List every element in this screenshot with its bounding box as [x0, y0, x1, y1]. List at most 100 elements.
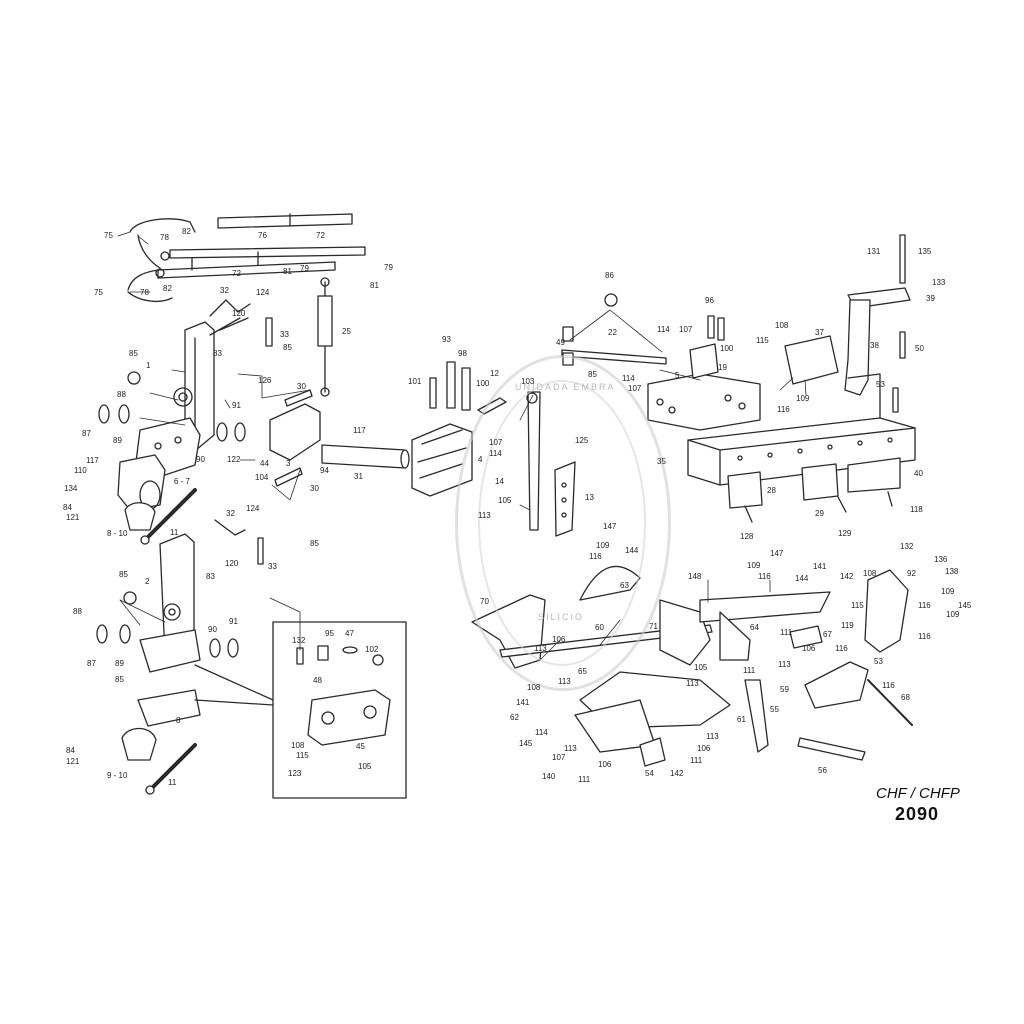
part-number-label: 61 — [737, 715, 746, 724]
part-number-label: 55 — [770, 705, 779, 714]
part-number-label: 30 — [310, 484, 319, 493]
part-number-label: 25 — [342, 327, 351, 336]
part-number-label: 38 — [870, 341, 879, 350]
drawing-code: 2090 — [895, 804, 940, 824]
part-number-label: 120 — [225, 559, 239, 568]
part-number-label: 56 — [818, 766, 827, 775]
part-number-label: 32 — [226, 509, 235, 518]
part-number-label: 35 — [657, 457, 666, 466]
part-number-label: 75 — [94, 288, 103, 297]
part-number-label: 123 — [288, 769, 302, 778]
part-number-label: 142 — [670, 769, 684, 778]
part-number-label: 79 — [300, 264, 309, 273]
part-number-label: 144 — [625, 546, 639, 555]
part-number-label: 65 — [578, 667, 587, 676]
part-number-label: 140 — [542, 772, 556, 781]
part-number-label: 63 — [620, 581, 629, 590]
part-number-label: 84 — [63, 503, 72, 512]
part-number-label: 90 — [196, 455, 205, 464]
part-number-label: 129 — [838, 529, 852, 538]
part-number-label: 47 — [345, 629, 354, 638]
part-number-label: 119 — [841, 621, 854, 630]
part-number-label: 108 — [863, 569, 877, 578]
part-number-label: 107 — [552, 753, 566, 762]
part-number-label: 116 — [882, 681, 895, 690]
part-number-label: 32 — [220, 286, 229, 295]
part-number-label: 50 — [915, 344, 924, 353]
part-number-label: 88 — [73, 607, 82, 616]
part-number-label: 108 — [527, 683, 541, 692]
stamp-bottom-text: SILICIO — [538, 612, 585, 622]
part-number-label: 100 — [720, 344, 734, 353]
part-number-label: 62 — [510, 713, 519, 722]
part-number-label: 14 — [495, 477, 504, 486]
part-number-label: 141 — [516, 698, 530, 707]
part-number-label: 113 — [478, 511, 491, 520]
watermark-stamp — [455, 355, 671, 691]
part-number-label: 96 — [705, 296, 714, 305]
part-number-label: 136 — [934, 555, 948, 564]
part-number-label: 49 — [556, 338, 565, 347]
part-number-label: 22 — [608, 328, 617, 337]
part-number-label: 1 — [146, 361, 151, 370]
part-number-label: 142 — [840, 572, 854, 581]
part-number-label: 147 — [770, 549, 784, 558]
part-number-label: 48 — [313, 676, 322, 685]
part-number-label: 116 — [589, 552, 602, 561]
stamp-top-text: UNIDADA EMBRA — [515, 382, 616, 392]
part-number-label: 11 — [168, 778, 177, 787]
part-number-label: 31 — [354, 472, 363, 481]
part-number-label: 64 — [750, 623, 759, 632]
part-number-label: 82 — [163, 284, 172, 293]
part-number-label: 53 — [874, 657, 883, 666]
part-number-label: 106 — [697, 744, 711, 753]
part-number-label: 90 — [208, 625, 217, 634]
part-number-label: 103 — [521, 377, 535, 386]
part-number-label: 33 — [280, 330, 289, 339]
part-number-label: 108 — [775, 321, 789, 330]
part-number-label: 113 — [778, 660, 791, 669]
part-number-label: 78 — [160, 233, 169, 242]
part-number-label: 105 — [694, 663, 708, 672]
part-number-label: 101 — [408, 377, 422, 386]
part-number-label: 93 — [442, 335, 451, 344]
part-number-label: 13 — [585, 493, 594, 502]
part-number-label: 81 — [283, 267, 292, 276]
part-number-label: 114 — [622, 374, 635, 383]
part-number-label: 124 — [246, 504, 260, 513]
part-number-label: 67 — [823, 630, 832, 639]
pivot-assembly — [209, 299, 410, 487]
upper-side-plate — [98, 299, 273, 545]
part-number-label: 29 — [815, 509, 824, 518]
part-number-label: 54 — [645, 769, 654, 778]
part-number-label: 85 — [283, 343, 292, 352]
part-number-label: 115 — [296, 751, 309, 760]
beam-plates — [727, 457, 901, 523]
part-number-label: 82 — [182, 227, 191, 236]
part-number-label: 116 — [777, 405, 790, 414]
part-number-label: 85 — [119, 570, 128, 579]
part-number-label: 120 — [232, 309, 246, 318]
part-number-label: 113 — [558, 677, 571, 686]
part-number-label: 134 — [64, 484, 78, 493]
part-number-label: 83 — [206, 572, 215, 581]
part-number-label: 109 — [747, 561, 761, 570]
top-link — [561, 293, 667, 366]
part-number-label: 115 — [756, 336, 769, 345]
part-number-label: 113 — [686, 679, 699, 688]
part-number-label: 2 — [145, 577, 150, 586]
upper-right-bracket — [784, 234, 911, 419]
model-label: CHF / CHFP — [876, 785, 960, 802]
part-number-label: 8 — [176, 716, 181, 725]
part-number-label: 109 — [946, 610, 960, 619]
part-number-label: 105 — [498, 496, 512, 505]
part-number-label: 117 — [353, 426, 366, 435]
part-number-label: 5 — [675, 371, 680, 380]
part-number-label: 111 — [780, 628, 793, 637]
part-number-label: 91 — [232, 401, 241, 410]
part-number-label: 113 — [564, 744, 577, 753]
part-number-label: 60 — [595, 623, 604, 632]
part-number-label: 87 — [87, 659, 96, 668]
part-number-label: 133 — [932, 278, 946, 287]
part-number-label: 114 — [535, 728, 548, 737]
